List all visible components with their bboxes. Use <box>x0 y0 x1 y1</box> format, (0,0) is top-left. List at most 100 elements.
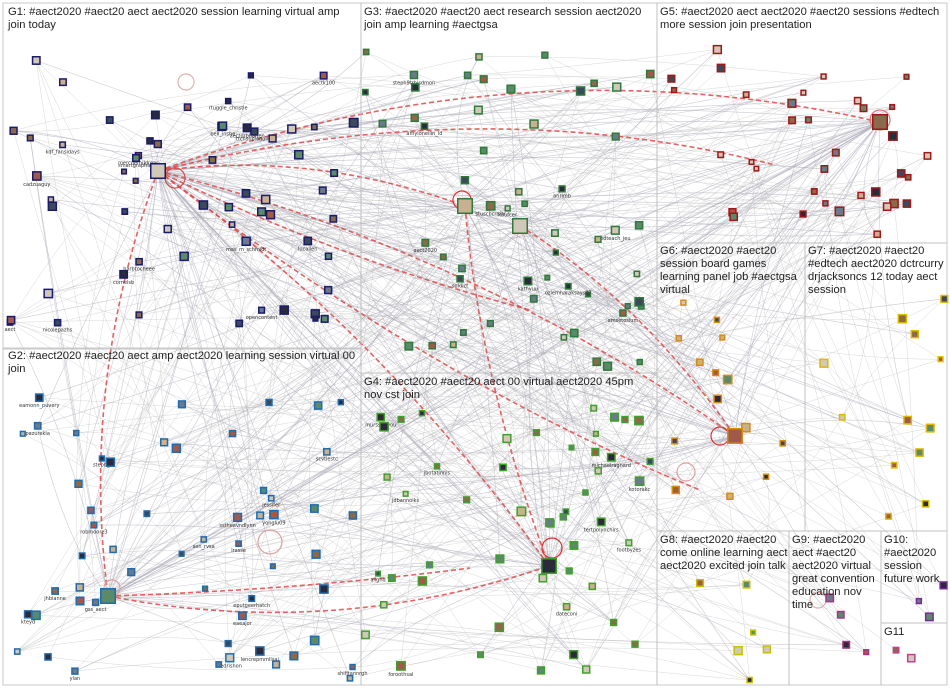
graph-node[interactable] <box>569 328 579 338</box>
graph-node[interactable] <box>888 131 898 141</box>
graph-node[interactable] <box>552 249 560 256</box>
graph-node[interactable] <box>6 315 16 325</box>
graph-node[interactable] <box>411 83 420 92</box>
graph-node[interactable] <box>257 207 267 217</box>
graph-node[interactable]: michaelragnard <box>592 452 631 469</box>
graph-node[interactable] <box>611 132 620 141</box>
graph-node[interactable] <box>645 69 655 79</box>
graph-node[interactable] <box>897 313 908 324</box>
graph-node[interactable] <box>633 270 641 278</box>
graph-node[interactable] <box>892 646 900 654</box>
graph-node[interactable] <box>47 196 55 203</box>
graph-node[interactable]: tertpolynchirs <box>584 517 619 533</box>
graph-node[interactable] <box>545 518 554 527</box>
graph-node[interactable]: aectdrbhaiten <box>230 123 265 139</box>
graph-node[interactable]: cornelsb <box>113 269 134 286</box>
graph-node[interactable] <box>696 358 704 367</box>
graph-node[interactable] <box>569 650 579 660</box>
graph-node[interactable] <box>696 578 705 587</box>
graph-node[interactable] <box>73 429 80 437</box>
graph-node[interactable] <box>425 561 434 569</box>
graph-node[interactable] <box>143 510 151 518</box>
graph-node[interactable] <box>44 653 52 661</box>
graph-node[interactable] <box>146 137 154 145</box>
graph-node[interactable] <box>348 511 358 520</box>
graph-node[interactable] <box>463 71 472 80</box>
graph-node[interactable] <box>260 194 271 205</box>
graph-node[interactable] <box>804 116 813 124</box>
graph-node[interactable]: edteach_jeu <box>600 225 631 242</box>
graph-node[interactable] <box>594 235 602 244</box>
graph-node[interactable] <box>294 149 304 160</box>
graph-node[interactable] <box>279 305 289 315</box>
graph-node[interactable] <box>742 580 751 589</box>
graph-node[interactable]: foroothsal <box>388 660 413 678</box>
graph-node[interactable] <box>247 72 255 79</box>
graph-node[interactable] <box>171 443 182 454</box>
graph-node[interactable] <box>74 479 83 488</box>
graph-node[interactable] <box>311 549 321 559</box>
graph-node[interactable] <box>362 48 370 56</box>
graph-node[interactable]: footbyzes <box>617 539 642 553</box>
graph-node[interactable] <box>859 104 868 113</box>
graph-node[interactable] <box>310 309 320 319</box>
graph-node[interactable] <box>494 622 505 633</box>
graph-node[interactable] <box>903 415 913 425</box>
graph-node[interactable] <box>417 576 428 586</box>
graph-node[interactable] <box>722 374 733 385</box>
graph-node[interactable] <box>309 635 320 646</box>
graph-node[interactable] <box>265 398 273 407</box>
graph-node[interactable] <box>201 585 209 592</box>
graph-node[interactable] <box>671 485 681 495</box>
graph-node[interactable] <box>753 165 760 172</box>
graph-node[interactable] <box>379 421 389 432</box>
graph-node[interactable] <box>256 511 265 520</box>
graph-node[interactable] <box>562 508 570 516</box>
graph-node[interactable] <box>713 316 721 324</box>
graph-node[interactable] <box>588 582 597 591</box>
graph-node[interactable] <box>127 568 136 577</box>
graph-node[interactable] <box>320 314 329 323</box>
graph-node[interactable] <box>741 422 751 433</box>
graph-node[interactable]: jhbianne <box>43 587 66 602</box>
graph-node[interactable]: asn_rvsa <box>193 536 215 550</box>
graph-node[interactable] <box>921 500 930 508</box>
graph-node[interactable] <box>178 550 185 557</box>
graph-node[interactable]: lencrepmmllsai <box>241 646 279 663</box>
graph-node[interactable] <box>75 596 85 606</box>
graph-node[interactable] <box>560 333 568 341</box>
graph-node[interactable] <box>717 151 725 159</box>
graph-node[interactable] <box>337 399 344 406</box>
graph-node[interactable] <box>268 134 277 143</box>
graph-node[interactable] <box>479 146 488 155</box>
graph-node[interactable] <box>590 404 598 412</box>
graph-node[interactable] <box>160 438 169 447</box>
graph-node[interactable] <box>512 218 528 234</box>
graph-node[interactable] <box>610 412 620 422</box>
graph-node[interactable] <box>228 221 236 228</box>
graph-node[interactable] <box>575 86 586 96</box>
graph-node[interactable] <box>779 440 787 447</box>
graph-node[interactable]: amsetosium <box>608 309 639 324</box>
graph-node[interactable] <box>348 117 359 128</box>
graph-node[interactable] <box>362 88 369 96</box>
graph-node[interactable] <box>889 103 896 111</box>
graph-node[interactable] <box>310 504 319 513</box>
graph-node[interactable] <box>624 302 631 310</box>
graph-node[interactable] <box>516 506 527 517</box>
graph-node[interactable] <box>100 588 116 604</box>
graph-node[interactable] <box>324 252 333 261</box>
graph-node[interactable] <box>882 202 892 212</box>
graph-node[interactable] <box>259 486 268 495</box>
graph-node[interactable] <box>361 630 370 640</box>
graph-node[interactable]: cedrishon <box>217 653 242 670</box>
graph-node[interactable] <box>924 612 934 622</box>
graph-node[interactable] <box>726 492 734 501</box>
graph-node[interactable] <box>208 156 217 164</box>
graph-node[interactable] <box>458 264 466 273</box>
graph-node[interactable] <box>787 98 797 108</box>
graph-node[interactable] <box>559 513 568 521</box>
graph-node[interactable] <box>853 96 862 105</box>
graph-node[interactable]: opencontent <box>246 306 278 321</box>
graph-node[interactable] <box>404 341 414 351</box>
